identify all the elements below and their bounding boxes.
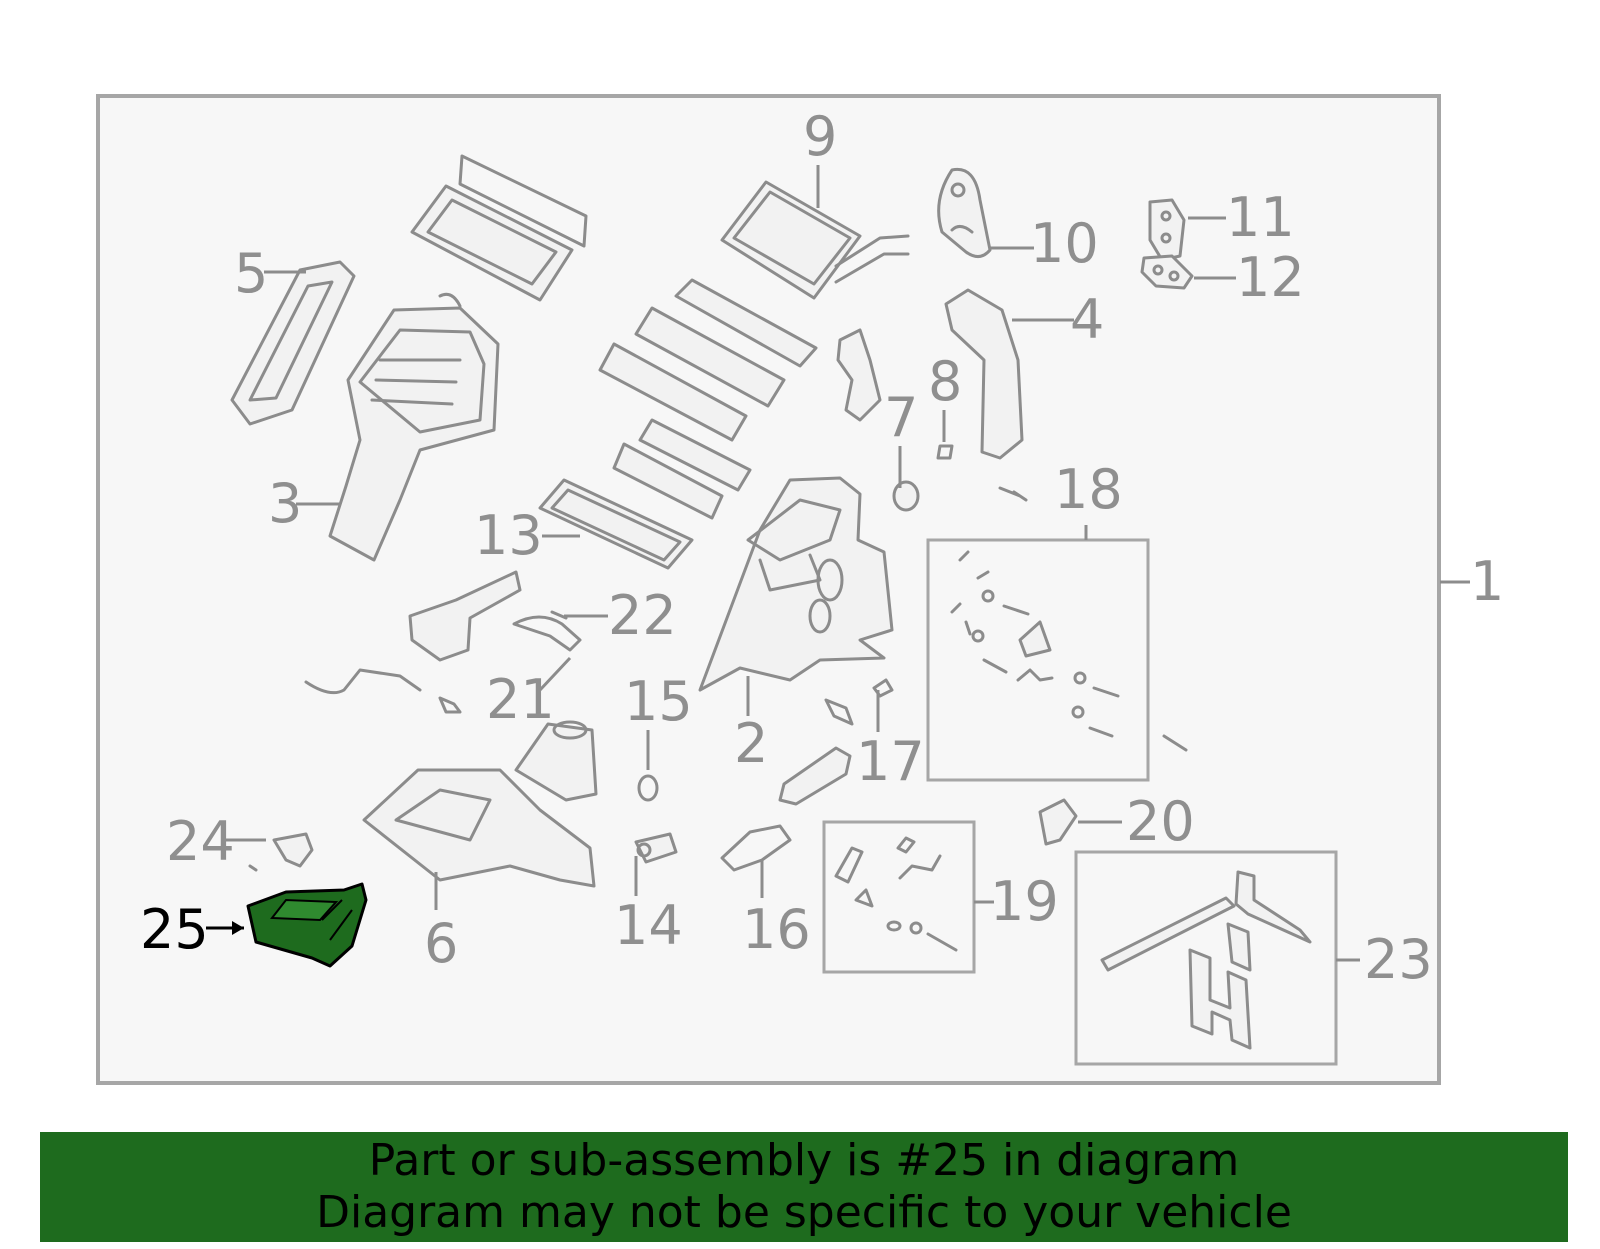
callout-24: 24	[166, 810, 235, 873]
callout-25: 25	[140, 898, 209, 961]
box-19-hardware-kit[interactable]	[822, 820, 976, 974]
part-11-bracket[interactable]	[1148, 198, 1186, 262]
part-12-bracket[interactable]	[1140, 254, 1194, 290]
part-gasket[interactable]	[778, 746, 852, 806]
callout-10: 10	[1030, 212, 1099, 275]
callout-23: 23	[1364, 928, 1433, 991]
banner-line-1: Part or sub-assembly is #25 in diagram	[368, 1135, 1240, 1186]
callout-14: 14	[614, 894, 683, 957]
leader-lines	[206, 165, 1470, 962]
part-filter-stack[interactable]	[598, 278, 818, 520]
callout-2: 2	[734, 712, 768, 775]
callout-9: 9	[803, 105, 837, 168]
callout-12: 12	[1236, 246, 1305, 309]
part-bracket-center[interactable]	[836, 328, 882, 422]
part-21-linkage[interactable]	[304, 570, 522, 714]
callout-labels: 9 10 11 12 4 5 8 7 18 1 3 13 22 21 15 2 …	[140, 105, 1504, 991]
callout-1: 1	[1470, 550, 1504, 613]
callout-11: 11	[1226, 186, 1295, 249]
callout-13: 13	[474, 504, 543, 567]
part-upper-filter-cover[interactable]	[410, 154, 588, 302]
part-6-lower-case[interactable]	[362, 768, 596, 888]
part-16-sensor[interactable]	[720, 824, 792, 872]
part-14-actuator[interactable]	[634, 832, 678, 864]
screw-near-18[interactable]	[998, 486, 1028, 502]
callout-21: 21	[486, 668, 555, 731]
part-blower-motor[interactable]	[514, 720, 598, 802]
info-banner: Part or sub-assembly is #25 in diagram D…	[40, 1132, 1568, 1242]
box-18-hardware-kit[interactable]	[926, 538, 1150, 782]
callout-16: 16	[742, 898, 811, 961]
callout-22: 22	[608, 584, 677, 647]
part-25-highlighted[interactable]	[246, 882, 368, 968]
banner-line-2: Diagram may not be specific to your vehi…	[316, 1187, 1292, 1238]
callout-19: 19	[990, 870, 1059, 933]
callout-8: 8	[928, 350, 962, 413]
box-23-insulation-kit[interactable]	[1074, 850, 1338, 1066]
callout-5: 5	[234, 242, 268, 305]
part-10-seal[interactable]	[937, 167, 992, 258]
part-2-main-case[interactable]	[698, 476, 894, 692]
callout-17: 17	[856, 730, 925, 793]
callout-15: 15	[624, 670, 693, 733]
part-4-duct[interactable]	[944, 288, 1024, 460]
callout-6: 6	[424, 912, 458, 975]
part-24-clip[interactable]	[248, 832, 314, 872]
callout-7: 7	[884, 386, 918, 449]
callout-3: 3	[268, 472, 302, 535]
part-15-oring[interactable]	[637, 774, 659, 802]
part-small-bracket[interactable]	[824, 698, 854, 726]
callout-18: 18	[1054, 458, 1123, 521]
part-7-grommet[interactable]	[892, 480, 920, 512]
callout-20: 20	[1126, 790, 1195, 853]
part-22-lever[interactable]	[512, 610, 582, 652]
part-9-heater-core[interactable]	[720, 180, 910, 300]
screw-right[interactable]	[1162, 734, 1188, 752]
part-13-filter[interactable]	[538, 478, 694, 570]
callout-4: 4	[1070, 288, 1104, 351]
part-8-clip[interactable]	[936, 444, 954, 460]
part-3-case[interactable]	[328, 292, 500, 562]
part-5-duct[interactable]	[230, 260, 356, 426]
part-20-bracket[interactable]	[1038, 798, 1078, 846]
